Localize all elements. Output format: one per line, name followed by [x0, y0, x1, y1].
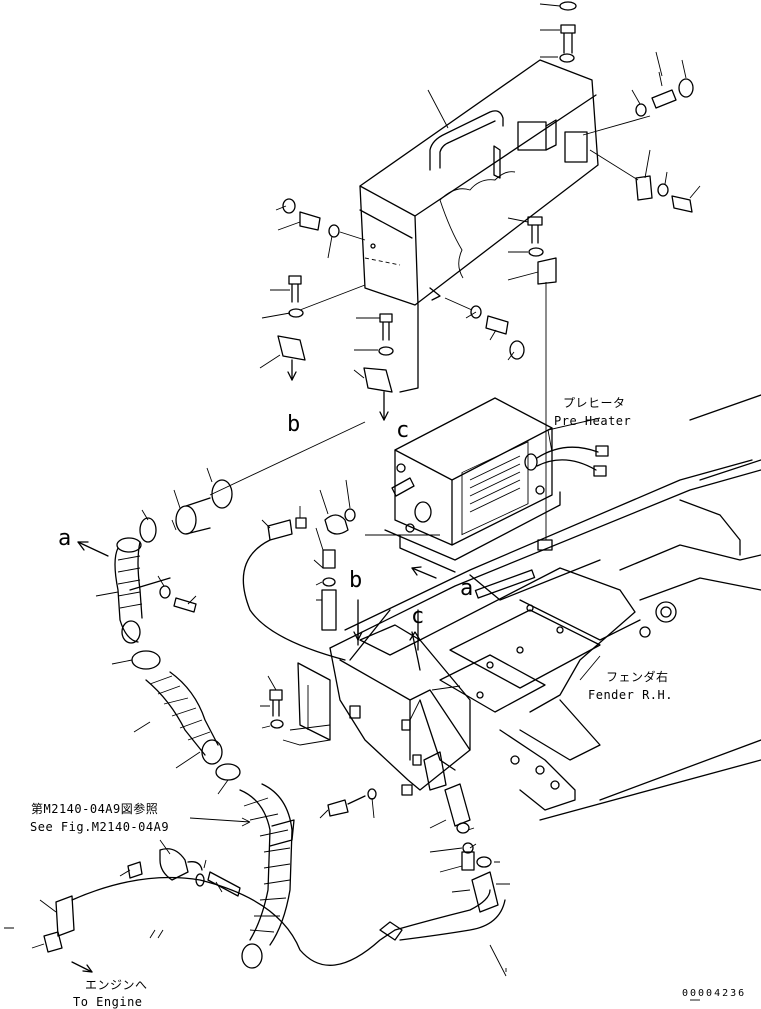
preheater-label-jp: プレヒータ — [563, 396, 626, 410]
pre-heater-box — [209, 397, 609, 573]
ref-label-a-center: a — [460, 576, 474, 601]
hose-to-engine — [43, 848, 506, 973]
reference-arrows — [77, 541, 437, 651]
heater-tubes — [242, 508, 421, 671]
to-engine-label-jp: エンジンへ — [85, 978, 148, 992]
fender-bracket — [297, 624, 471, 796]
cover-side-hardware — [429, 216, 557, 540]
hose-assembly-left — [114, 479, 295, 969]
ref-label-b-top: b — [287, 412, 301, 437]
ref-label-a-left: a — [58, 526, 72, 551]
right-relay-hardware — [582, 78, 694, 213]
ref-label-c-center: c — [411, 604, 425, 629]
top-bolt-stack — [559, 1, 577, 63]
floor-frame — [329, 394, 761, 821]
heater-cover — [359, 59, 599, 306]
see-fig-label-en: See Fig.M2140-04A9 — [30, 820, 170, 834]
see-fig-label-jp: 第M2140-04A9図参照 — [31, 802, 159, 816]
fender-bolt — [269, 689, 377, 817]
ref-label-b-center: b — [349, 568, 363, 593]
to-engine-label-en: To Engine — [73, 995, 143, 1009]
fender-label-jp: フェンダ右 — [606, 670, 669, 684]
leader-lines — [4, 3, 701, 1001]
tube-column-right — [423, 751, 499, 913]
ref-label-c-top: c — [396, 418, 410, 443]
drawing-number: 00004236 — [682, 988, 747, 999]
preheater-label-en: Pre Heater — [554, 414, 632, 428]
fender-label-en: Fender R.H. — [588, 688, 673, 702]
left-cover-hardware — [277, 198, 419, 421]
